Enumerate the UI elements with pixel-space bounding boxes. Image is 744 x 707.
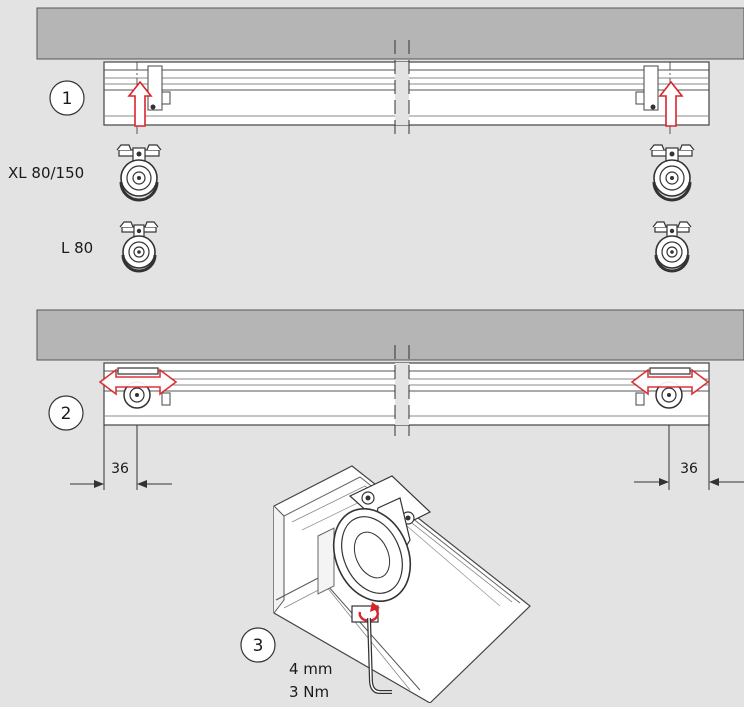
track-step1 bbox=[103, 40, 710, 136]
dimension-right bbox=[634, 425, 744, 490]
roller-xl-left bbox=[115, 143, 163, 202]
hex-key-size: 4 mm bbox=[289, 660, 333, 678]
step3-number-circle bbox=[240, 627, 276, 663]
step1-group: 1 XL 80/150 L 80 bbox=[8, 7, 744, 273]
dimension-left bbox=[70, 425, 172, 490]
slide-arrow-right bbox=[630, 368, 710, 396]
roller-xl-right bbox=[648, 143, 696, 202]
dimension-right-value: 36 bbox=[680, 461, 698, 477]
dimension-left-value: 36 bbox=[111, 461, 129, 477]
track-step2 bbox=[103, 345, 710, 436]
tightening-torque: 3 Nm bbox=[289, 683, 329, 701]
step3-number: 3 bbox=[253, 636, 264, 656]
step1-number-circle bbox=[49, 80, 85, 116]
step1-number: 1 bbox=[62, 89, 73, 109]
slide-arrow-left bbox=[98, 368, 178, 396]
roller-l-right bbox=[651, 220, 693, 273]
step3-detail-view bbox=[273, 465, 531, 704]
label-xl-80-150: XL 80/150 bbox=[8, 164, 84, 182]
roller-in-track-right bbox=[649, 367, 691, 409]
label-l-80: L 80 bbox=[61, 239, 93, 257]
step2-group: 2 36 36 bbox=[36, 309, 744, 490]
step2-number: 2 bbox=[61, 404, 72, 424]
ceiling-step1 bbox=[36, 7, 744, 60]
roller-in-track-left bbox=[117, 367, 159, 409]
ceiling-step2 bbox=[36, 309, 744, 361]
step2-number-circle bbox=[48, 395, 84, 431]
roller-l-left bbox=[118, 220, 160, 273]
